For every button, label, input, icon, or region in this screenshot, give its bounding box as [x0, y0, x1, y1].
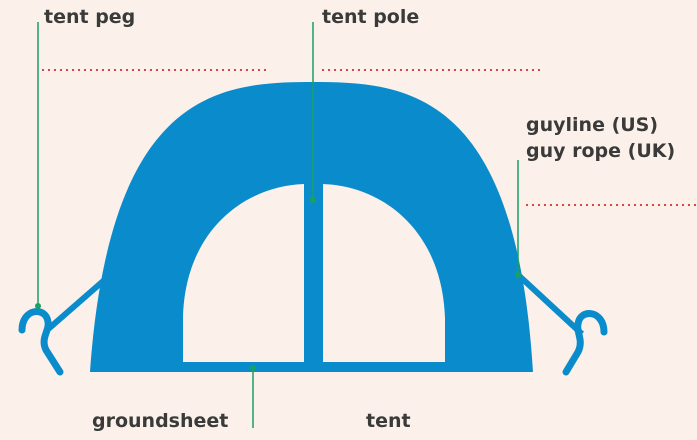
- dome-tent-icon: [90, 82, 533, 372]
- label-tent-peg: tent peg: [44, 6, 135, 29]
- label-guy-rope-uk: guy rope (UK): [526, 140, 675, 163]
- leader-dot-guyline: [515, 272, 521, 278]
- label-guyline-us: guyline (US): [526, 114, 658, 137]
- leader-dot-groundsheet: [250, 365, 256, 371]
- label-tent-pole: tent pole: [322, 6, 419, 29]
- leader-dot-tent-peg: [35, 303, 41, 309]
- label-tent: tent: [366, 410, 411, 433]
- leader-dot-tent-pole: [310, 197, 316, 203]
- label-groundsheet: groundsheet: [92, 410, 228, 433]
